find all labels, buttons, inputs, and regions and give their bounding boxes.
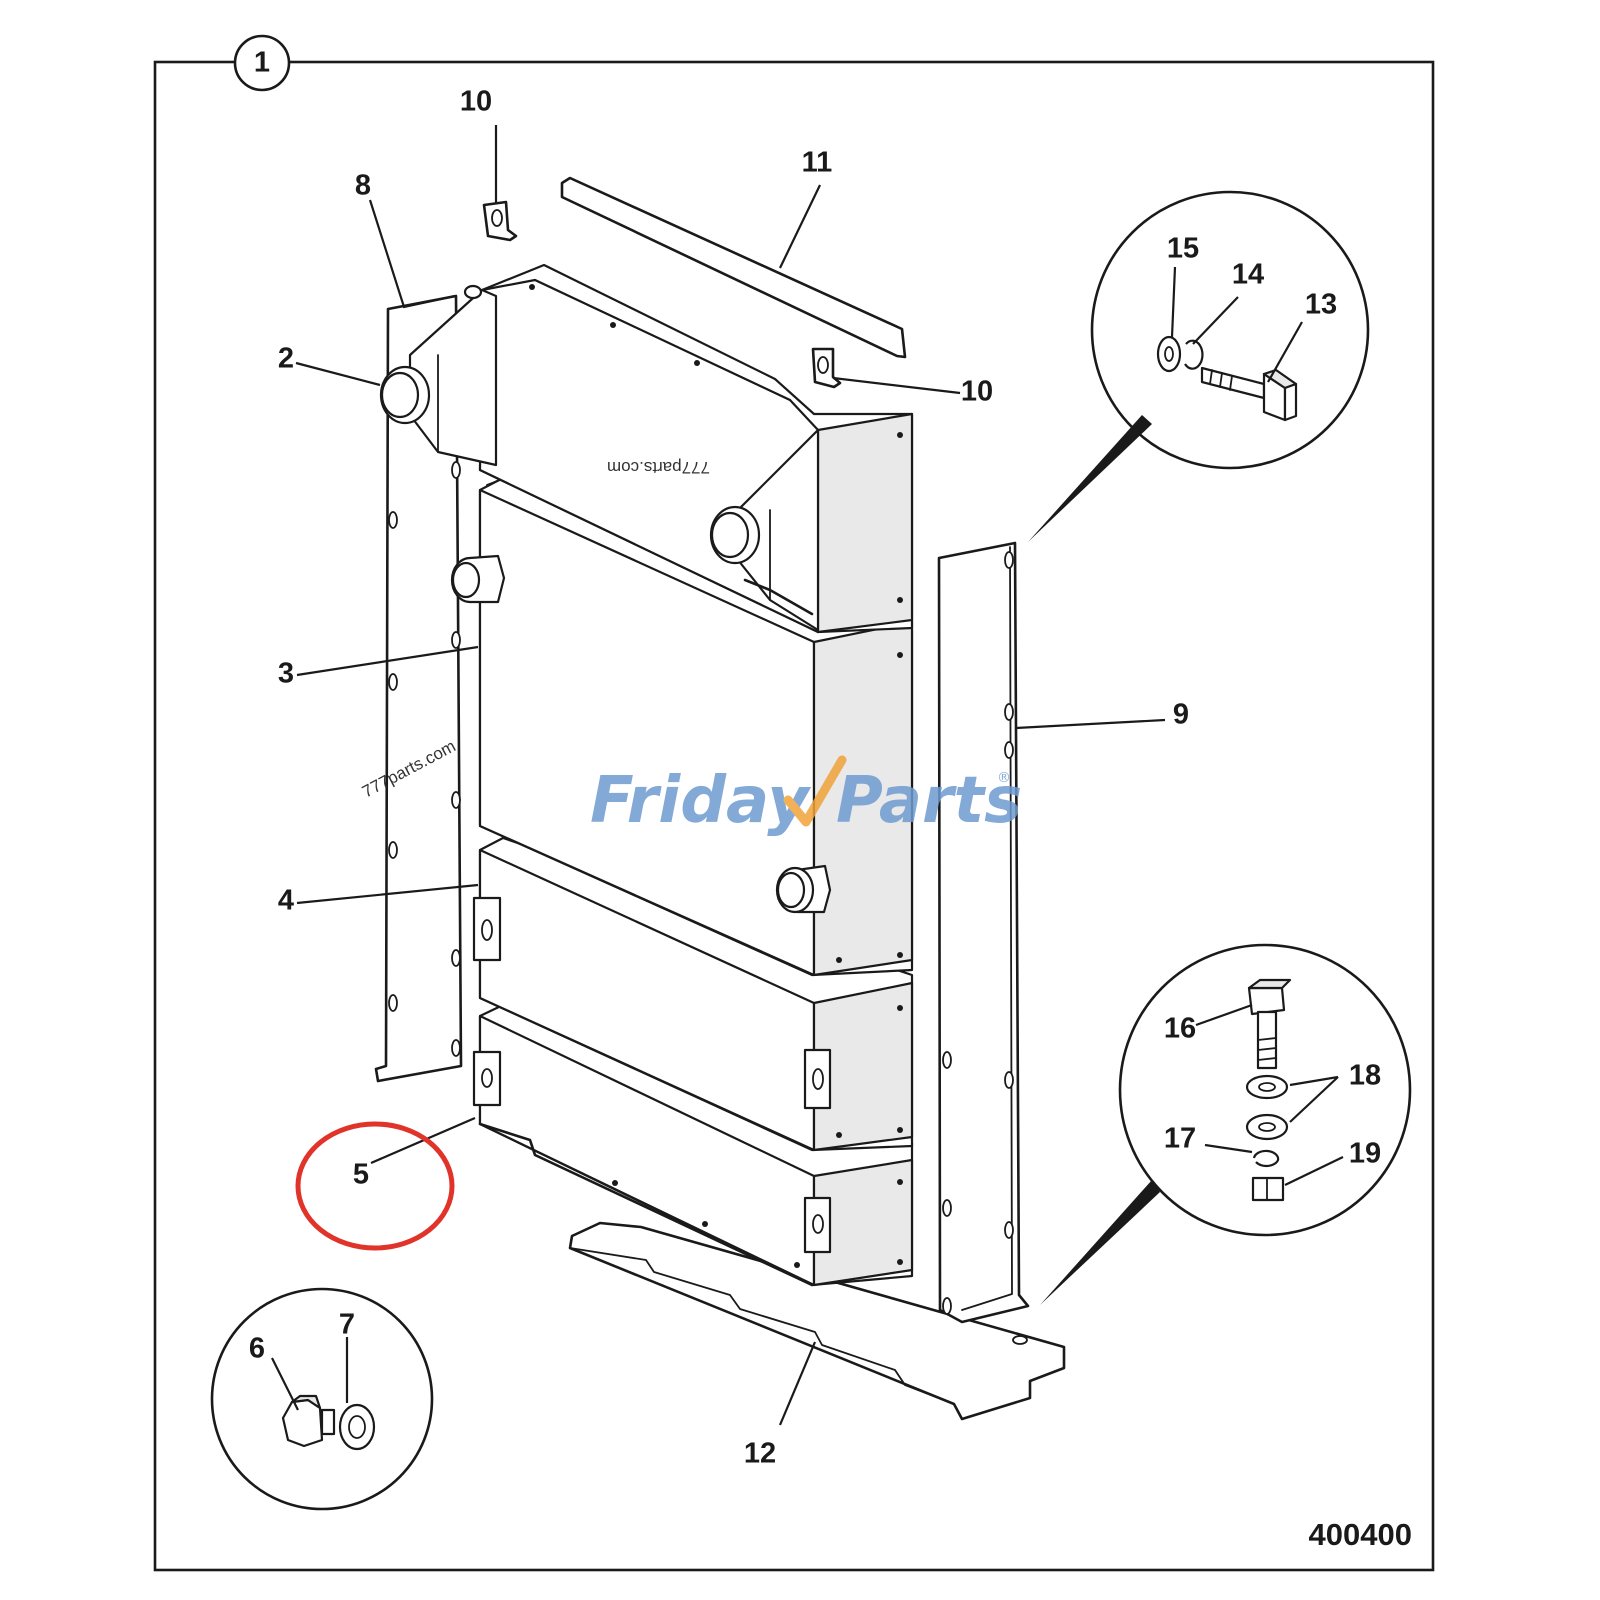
callout-5: 5 [353, 1159, 369, 1191]
part-4-middle-core [472, 836, 914, 1152]
callout-10-top: 10 [460, 86, 492, 118]
detail-13-14-15 [1028, 190, 1370, 542]
part-8-left-side-plate [374, 294, 463, 1083]
part-9-holes [942, 551, 1014, 1315]
callout-15: 15 [1167, 233, 1199, 265]
callout-2: 2 [278, 343, 294, 375]
group-number-badge: 1 [233, 34, 291, 92]
callout-17: 17 [1164, 1123, 1196, 1155]
part-10-bracket-right [811, 347, 842, 389]
group-number: 1 [254, 47, 270, 79]
brand-watermark: Friday Parts ® [590, 755, 1022, 838]
callout-labels: 2 3 4 5 6 7 8 9 10 10 11 12 13 14 15 16 … [249, 86, 1381, 1470]
callout-6: 6 [249, 1333, 265, 1365]
callout-12: 12 [744, 1438, 776, 1470]
diagram-number: 400400 [1309, 1517, 1412, 1552]
part-9-flange [961, 546, 1013, 1311]
callout-14: 14 [1232, 259, 1264, 291]
callout-8: 8 [355, 170, 371, 202]
part-9-right-side-plate [937, 541, 1030, 1324]
callout-7: 7 [339, 1309, 355, 1341]
callout-13: 13 [1305, 289, 1337, 321]
part-12-hole [1012, 1335, 1028, 1345]
callout-11: 11 [802, 147, 833, 179]
part-2-charge-air-cooler [379, 263, 914, 634]
part-8-holes [388, 461, 461, 1057]
part-11-seal-strip [560, 176, 907, 359]
callout-16: 16 [1164, 1013, 1196, 1045]
brand-check-icon [783, 755, 847, 827]
brand-part1: Friday [590, 764, 811, 838]
leader-lines [271, 125, 1344, 1426]
callout-18: 18 [1349, 1060, 1381, 1092]
callout-9: 9 [1173, 699, 1189, 731]
watermark-site-top: 777parts.com [607, 458, 710, 477]
highlight-circle [295, 1121, 455, 1251]
callout-19: 19 [1349, 1138, 1381, 1170]
brand-part2: Parts [836, 764, 1022, 838]
brand-registered-mark: ® [997, 770, 1011, 786]
part-5-bottom-core [472, 1003, 914, 1287]
part-10-bracket-top [482, 200, 518, 242]
part-12-edge [569, 1247, 955, 1405]
part-12-bottom-strip [568, 1221, 1066, 1421]
diagram-frame [153, 60, 1435, 1572]
callout-4: 4 [278, 885, 294, 917]
callout-10-right: 10 [961, 376, 993, 408]
detail-6-7 [210, 1287, 434, 1511]
detail-16-17-18-19 [1040, 943, 1412, 1305]
callout-3: 3 [278, 658, 294, 690]
